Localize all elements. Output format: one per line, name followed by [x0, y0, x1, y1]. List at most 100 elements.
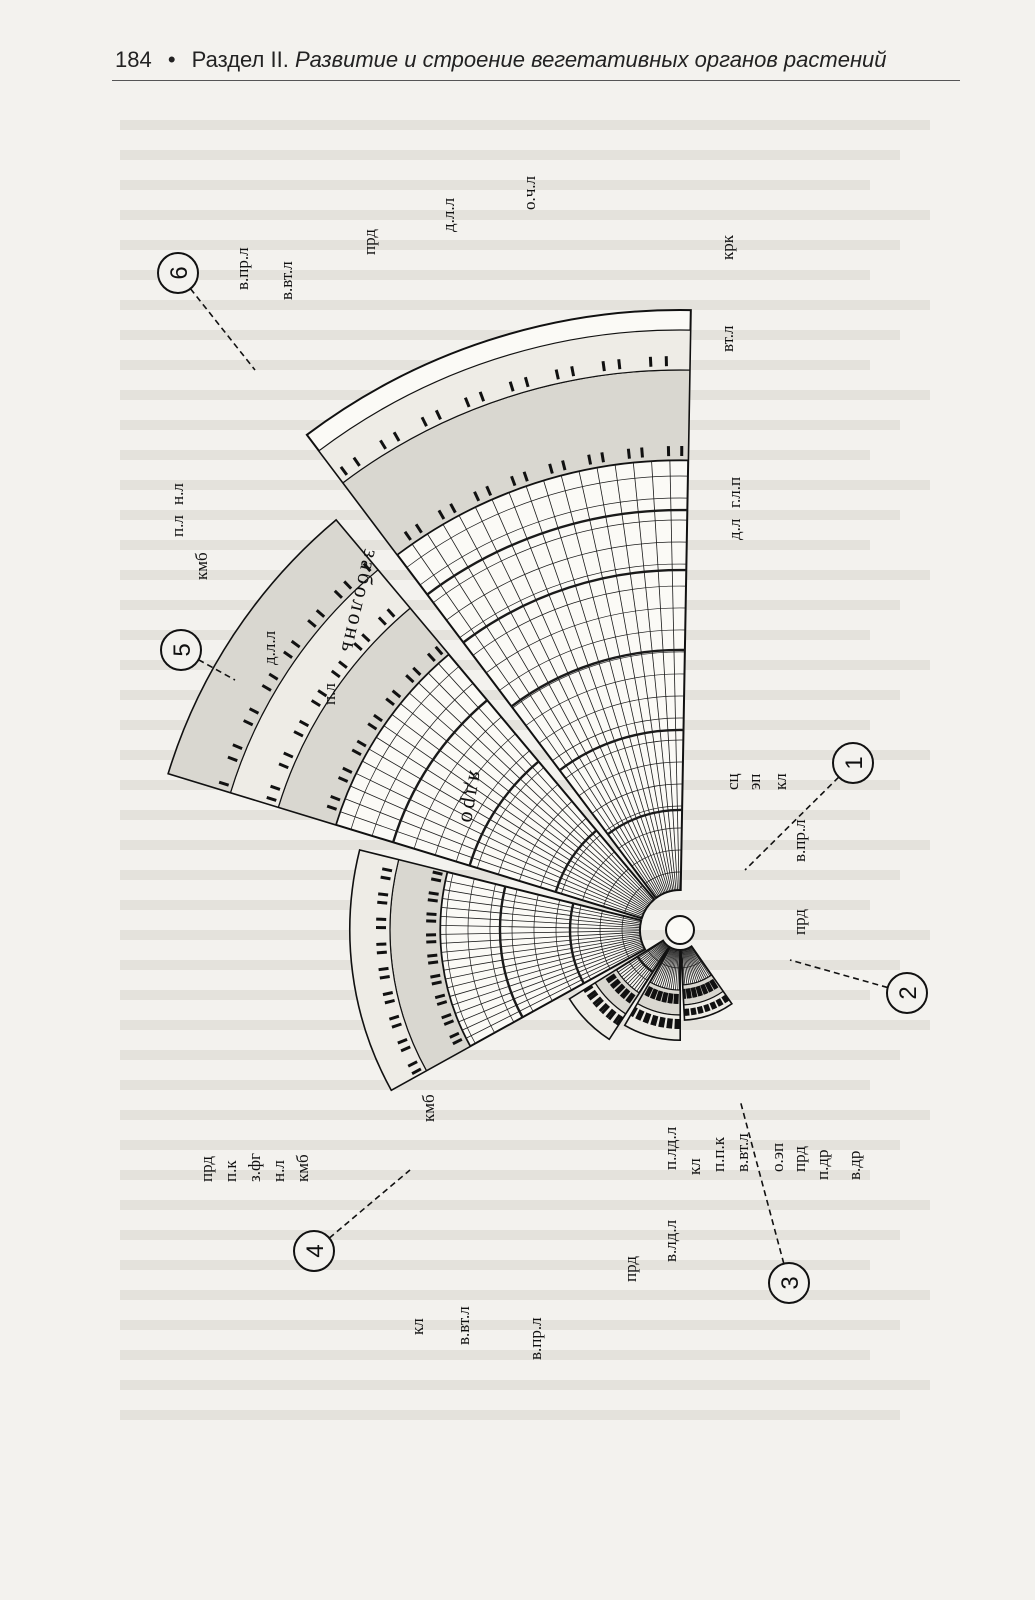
sector-6-cell-row — [459, 563, 687, 638]
sector-2-ray — [655, 948, 673, 986]
sector-6-cell-row — [578, 761, 683, 797]
sector-5-bark-cell — [373, 713, 383, 723]
sector-3-bark-cell — [594, 998, 604, 1008]
sector-4-cell-row — [533, 894, 553, 1001]
callout-number-5: 5 — [160, 629, 202, 671]
sector-4-ray — [443, 889, 641, 924]
sector-4-bark-cell — [407, 1060, 418, 1068]
sector-5-bark-cell — [232, 743, 243, 750]
sector-4-ray — [440, 915, 641, 929]
s1-label-0: в.пр.л — [790, 819, 809, 862]
bleed-line — [120, 1200, 930, 1210]
bleed-line — [120, 300, 930, 310]
sector-2 — [623, 945, 681, 1042]
bleed-line — [120, 1260, 870, 1270]
callout-line-1 — [744, 762, 854, 871]
sector-4-bark-cell — [427, 898, 438, 903]
sector-2-bark-cell — [668, 1018, 673, 1029]
sector-2-bark-cell — [652, 1015, 659, 1027]
sector-1-ray — [685, 949, 696, 984]
sector-2-ray — [668, 949, 677, 990]
svg-text:6: 6 — [166, 266, 193, 279]
sector-3-bark-cell — [598, 1002, 608, 1013]
sector-5-cell-row — [540, 817, 587, 888]
s5-label-1: п.л — [320, 683, 339, 705]
sector-5 — [167, 518, 656, 920]
sector-4-ray — [449, 940, 642, 997]
bleed-line — [120, 1050, 900, 1060]
sector-1-ray — [690, 946, 711, 977]
sector-5-cell-row — [455, 750, 530, 862]
sector-3-bark-cell — [607, 1010, 617, 1021]
sector-6-ray — [474, 506, 663, 895]
sector-3-bark-cell — [615, 1015, 624, 1026]
sector-5-bark-cell — [361, 633, 371, 643]
sector-3-bark-cell — [625, 992, 634, 1003]
sector-6-cell-row — [485, 607, 686, 674]
callout-number-6: 6 — [157, 252, 199, 294]
s3-label-5: в.др — [845, 1151, 864, 1180]
sector-1-ray — [688, 947, 705, 980]
page-number: 184 — [115, 47, 152, 72]
sector-2-bark-cell — [663, 992, 669, 1003]
sector-4-bark-cell — [381, 867, 393, 873]
sector-4-ray — [445, 880, 641, 923]
sector-1-ray — [686, 948, 700, 982]
sector-4-cell-row — [599, 910, 611, 969]
sector-4-ray — [440, 930, 641, 935]
sector-3-bark-cell — [611, 980, 621, 990]
sector-1-ray — [681, 949, 686, 985]
sector-5-bark-cell — [434, 645, 444, 656]
sector-5-ray — [368, 748, 646, 911]
sector-3-ray — [623, 942, 666, 980]
svg-text:5: 5 — [169, 643, 196, 656]
sector-6-bark-cell — [478, 391, 486, 402]
sector-5-bark-cell — [243, 719, 254, 727]
sector-3-bark-cell — [600, 1004, 610, 1015]
sector-2-bark-cell — [642, 1012, 650, 1023]
sector-4-bark-cell — [426, 912, 437, 916]
svg-text:1: 1 — [841, 756, 868, 769]
sector-5-bark-cell — [330, 795, 341, 802]
sector-1-bark-cell — [695, 986, 702, 997]
sector-4-cell-row — [577, 905, 592, 980]
sector-6-bark-cell — [587, 454, 593, 465]
s2-label-0: прд — [790, 909, 809, 935]
sector-4-bark-cell — [384, 999, 395, 1005]
sector-3-bark-cell — [621, 989, 631, 1000]
sector-1-bark-cell — [709, 979, 717, 990]
sector-2-cell-row — [660, 962, 681, 969]
sector-4-bark-cell — [391, 1022, 402, 1029]
sector-6-ray — [411, 543, 658, 898]
sector-6-bark-cell — [392, 431, 401, 442]
sector-1-bark-cell — [723, 994, 730, 1002]
sector-4 — [349, 848, 647, 1092]
sector-1-ray — [684, 949, 694, 984]
sector-4-ray — [443, 936, 641, 971]
sector-4-bark-cell — [452, 1037, 463, 1046]
sector-4-cell-row — [511, 889, 534, 1012]
bleed-line — [120, 120, 930, 130]
sector-1-cell-row — [681, 960, 703, 969]
sector-2-ray — [657, 948, 674, 986]
sector-6-cell-row — [419, 497, 688, 586]
sector-5-bark-cell — [317, 689, 328, 698]
sector-6-ray — [614, 464, 675, 891]
sector-5-ray — [361, 760, 645, 912]
sector-1-bark-cell — [685, 1008, 690, 1016]
sector-3-ray — [631, 945, 668, 988]
sector-5-bark-cell — [261, 684, 272, 692]
sector-5-bark-cell — [342, 766, 353, 774]
sector-6-growth-ring — [462, 568, 687, 644]
bleed-line — [120, 1170, 870, 1180]
sector-1-bark-cell — [710, 978, 719, 989]
sector-5-ray — [339, 811, 643, 918]
sector-3-bark-cell — [605, 1008, 615, 1019]
sector-6-bark-cell — [617, 359, 622, 370]
header-bullet: • — [167, 47, 176, 72]
sector-3-bark-cell — [612, 1013, 622, 1024]
bleed-line — [120, 1320, 900, 1330]
sector-1-bark-cell — [704, 982, 712, 993]
sector-1-bark-cell — [692, 1007, 697, 1015]
sector-2-bark-cell — [666, 1018, 671, 1029]
